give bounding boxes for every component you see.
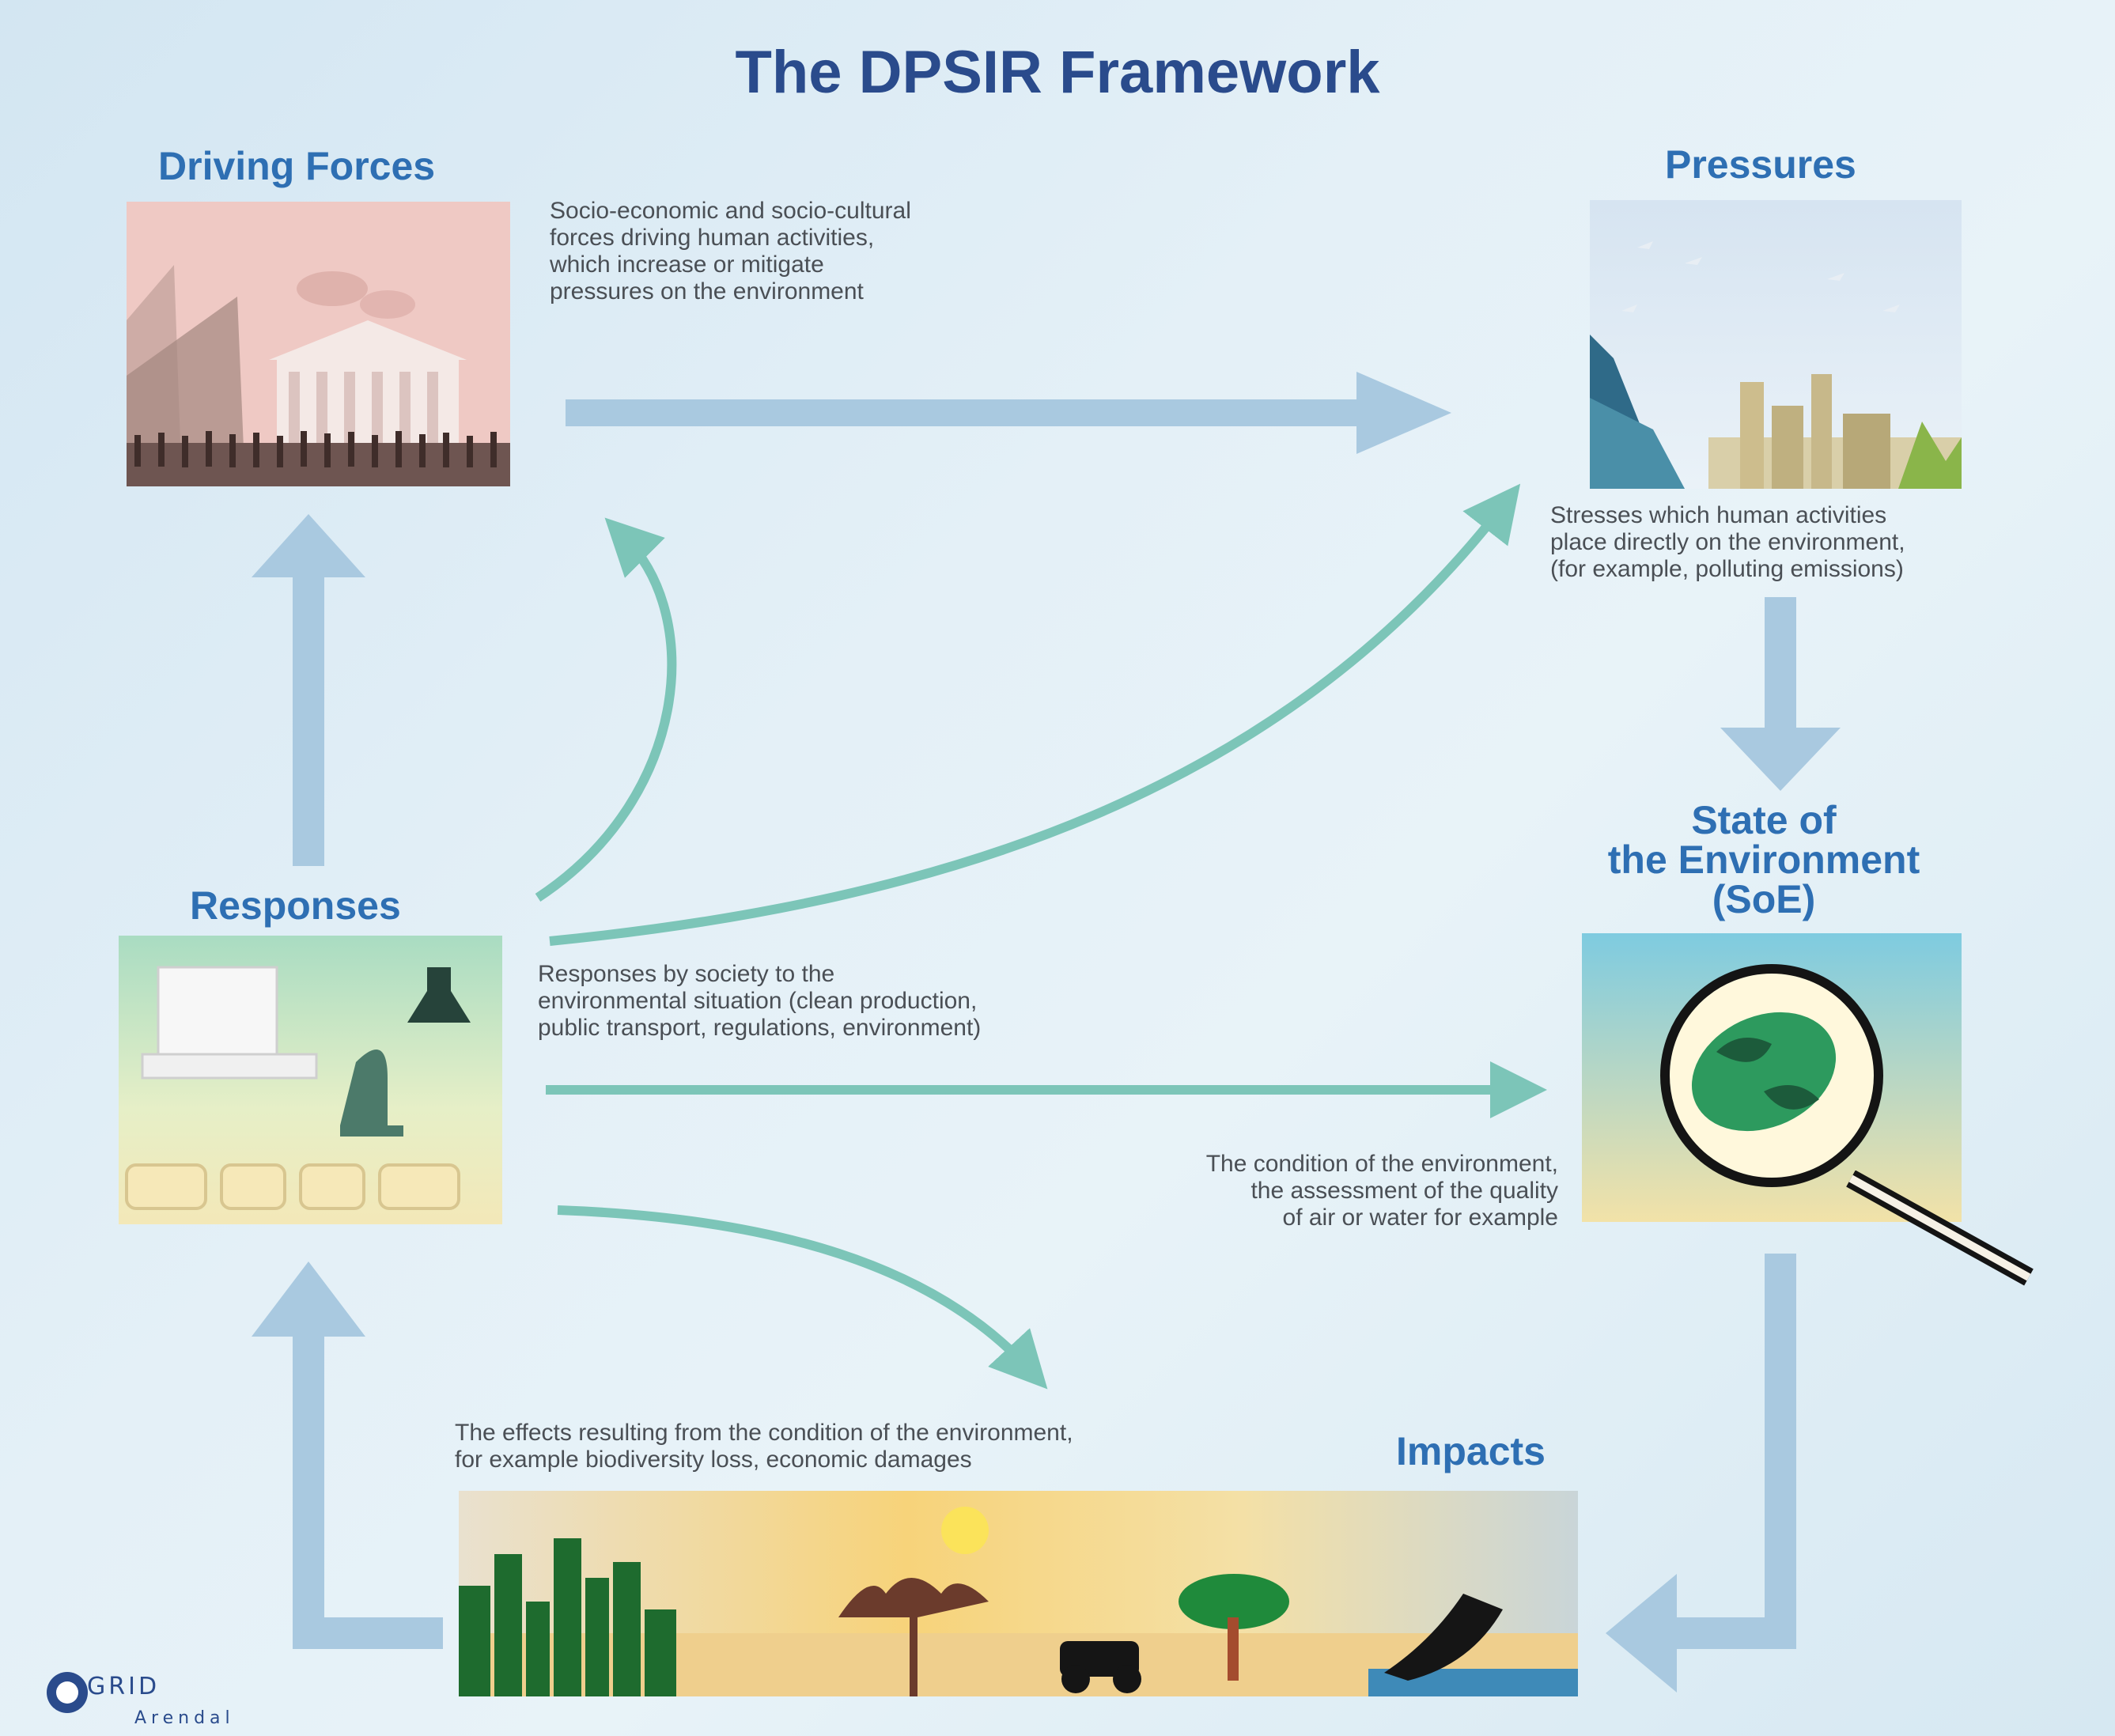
- responses-label: Responses: [190, 883, 401, 928]
- driving-forces-image: [127, 202, 510, 486]
- state-image: [1582, 933, 1962, 1222]
- response-arrow-to-pressures: [549, 483, 1521, 946]
- driving-forces-description: Socio-economic and socio-cultural forces…: [550, 198, 911, 305]
- diagram-title: The DPSIR Framework: [735, 39, 1380, 106]
- arrow-pressures-to-state: [1720, 597, 1841, 791]
- logo-name: GRID: [87, 1673, 161, 1700]
- magnifier-handle: [1846, 1171, 2034, 1286]
- logo-sub: Arendal: [134, 1708, 235, 1728]
- responses-image: [119, 936, 502, 1224]
- pressures-desc-line: (for example, polluting emissions): [1550, 556, 1904, 582]
- driving-desc-line: which increase or mitigate: [550, 252, 824, 278]
- impacts-description: The effects resulting from the condition…: [455, 1420, 1073, 1473]
- driving-desc-line: pressures on the environment: [550, 278, 864, 304]
- responses-description: Responses by society to the environmenta…: [538, 961, 981, 1042]
- state-desc-line: of air or water for example: [1282, 1205, 1558, 1231]
- pressures-label: Pressures: [1665, 142, 1856, 187]
- impacts-desc-line: The effects resulting from the condition…: [455, 1420, 1073, 1446]
- driving-desc-line: forces driving human activities,: [550, 225, 875, 251]
- driving-desc-line: Socio-economic and socio-cultural: [550, 198, 911, 224]
- state-label-line: State of: [1691, 798, 1837, 842]
- responses-desc-line: public transport, regulations, environme…: [538, 1015, 982, 1041]
- state-desc-line: The condition of the environment,: [1205, 1151, 1558, 1177]
- pressures-image: [1590, 200, 1962, 489]
- arrow-impacts-to-responses: [252, 1261, 443, 1649]
- state-label-line: the Environment: [1607, 838, 1920, 882]
- grid-arendal-logo: [47, 1672, 88, 1713]
- pressures-desc-line: place directly on the environment,: [1550, 529, 1905, 555]
- response-arrow-to-driving: [535, 517, 677, 902]
- arrow-state-to-impacts: [1606, 1254, 1796, 1693]
- impacts-desc-line: for example biodiversity loss, economic …: [455, 1447, 972, 1473]
- arrow-driving-to-pressures: [566, 372, 1451, 454]
- state-desc-line: the assessment of the quality: [1250, 1178, 1558, 1204]
- responses-desc-line: environmental situation (clean productio…: [538, 988, 978, 1014]
- arrow-responses-to-driving: [252, 514, 365, 866]
- response-arrow-to-impacts: [557, 1205, 1048, 1390]
- responses-desc-line: Responses by society to the: [538, 961, 835, 987]
- driving-forces-label: Driving Forces: [158, 144, 436, 188]
- state-label: State of the Environment (SoE): [1570, 800, 1958, 919]
- pressures-desc-line: Stresses which human activities: [1550, 502, 1887, 528]
- impacts-label: Impacts: [1396, 1429, 1546, 1473]
- state-description: The condition of the environment, the as…: [1092, 1151, 1558, 1231]
- state-label-line: (SoE): [1712, 877, 1816, 921]
- impacts-image: [459, 1491, 1578, 1696]
- pressures-description: Stresses which human activities place di…: [1550, 502, 1905, 583]
